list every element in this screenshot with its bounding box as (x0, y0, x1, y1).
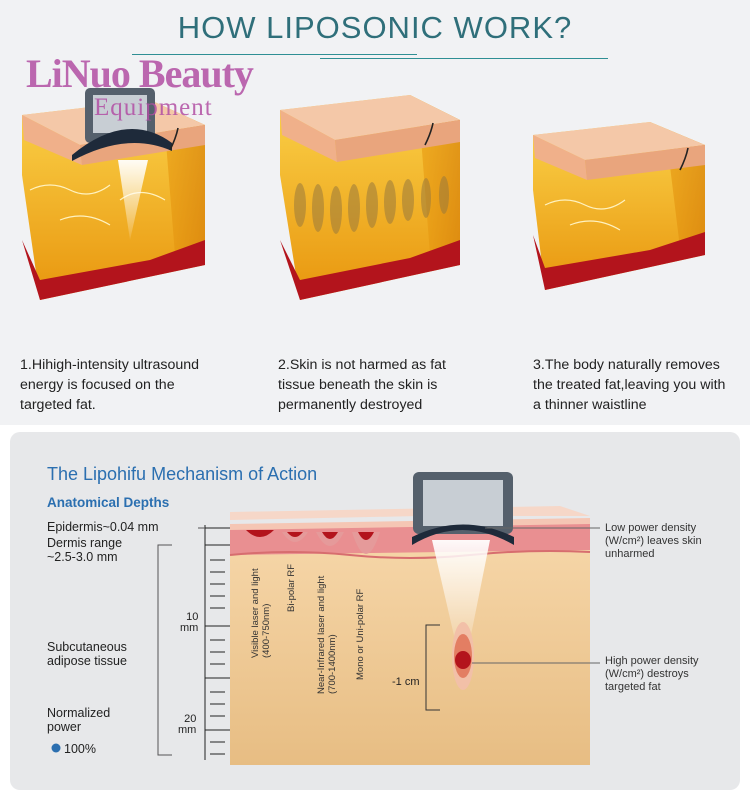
ultrasound-beam (432, 540, 490, 640)
focal-point (452, 622, 474, 690)
title-underline-right (320, 58, 608, 59)
tissue-block-3 (533, 122, 705, 290)
dermis-label: Dermis range~2.5-3.0 mm (47, 536, 123, 564)
tech-bipolar-rf: Bi-polar RF (286, 563, 297, 612)
hifu-probe (412, 472, 514, 545)
tech-near-infrared: Near-Infrared laser and light(700-1400nm… (316, 575, 338, 694)
brand-sub: Equipment (94, 94, 213, 121)
tech-monopolar-rf: Mono or Uni-polar RF (355, 588, 366, 680)
tissue-block-1 (22, 88, 205, 300)
tech-visible-laser: Visible laser and light(400-750nm) (250, 568, 272, 658)
brand-main: LiNuo Beauty (26, 51, 254, 96)
power-value: 100% (64, 742, 96, 756)
tissue-block-2 (280, 95, 460, 300)
power-dot (51, 743, 61, 753)
depth-ruler (204, 525, 230, 760)
fat-layer (230, 540, 590, 765)
page-title: HOW LIPOSONIC WORK? (177, 10, 573, 45)
penetration-markers (246, 530, 380, 554)
brand-watermark: LiNuo Beauty Equipment (26, 50, 254, 121)
liposonic-illustrations (22, 88, 705, 300)
anatomical-depths-heading: Anatomical Depths (47, 495, 170, 510)
mechanism-title: The Lipohifu Mechanism of Action (47, 464, 318, 484)
title-underline-left (132, 54, 417, 55)
epidermis-label: Epidermis~0.04 mm (47, 520, 159, 534)
focus-depth-label: -1 cm (392, 676, 420, 688)
